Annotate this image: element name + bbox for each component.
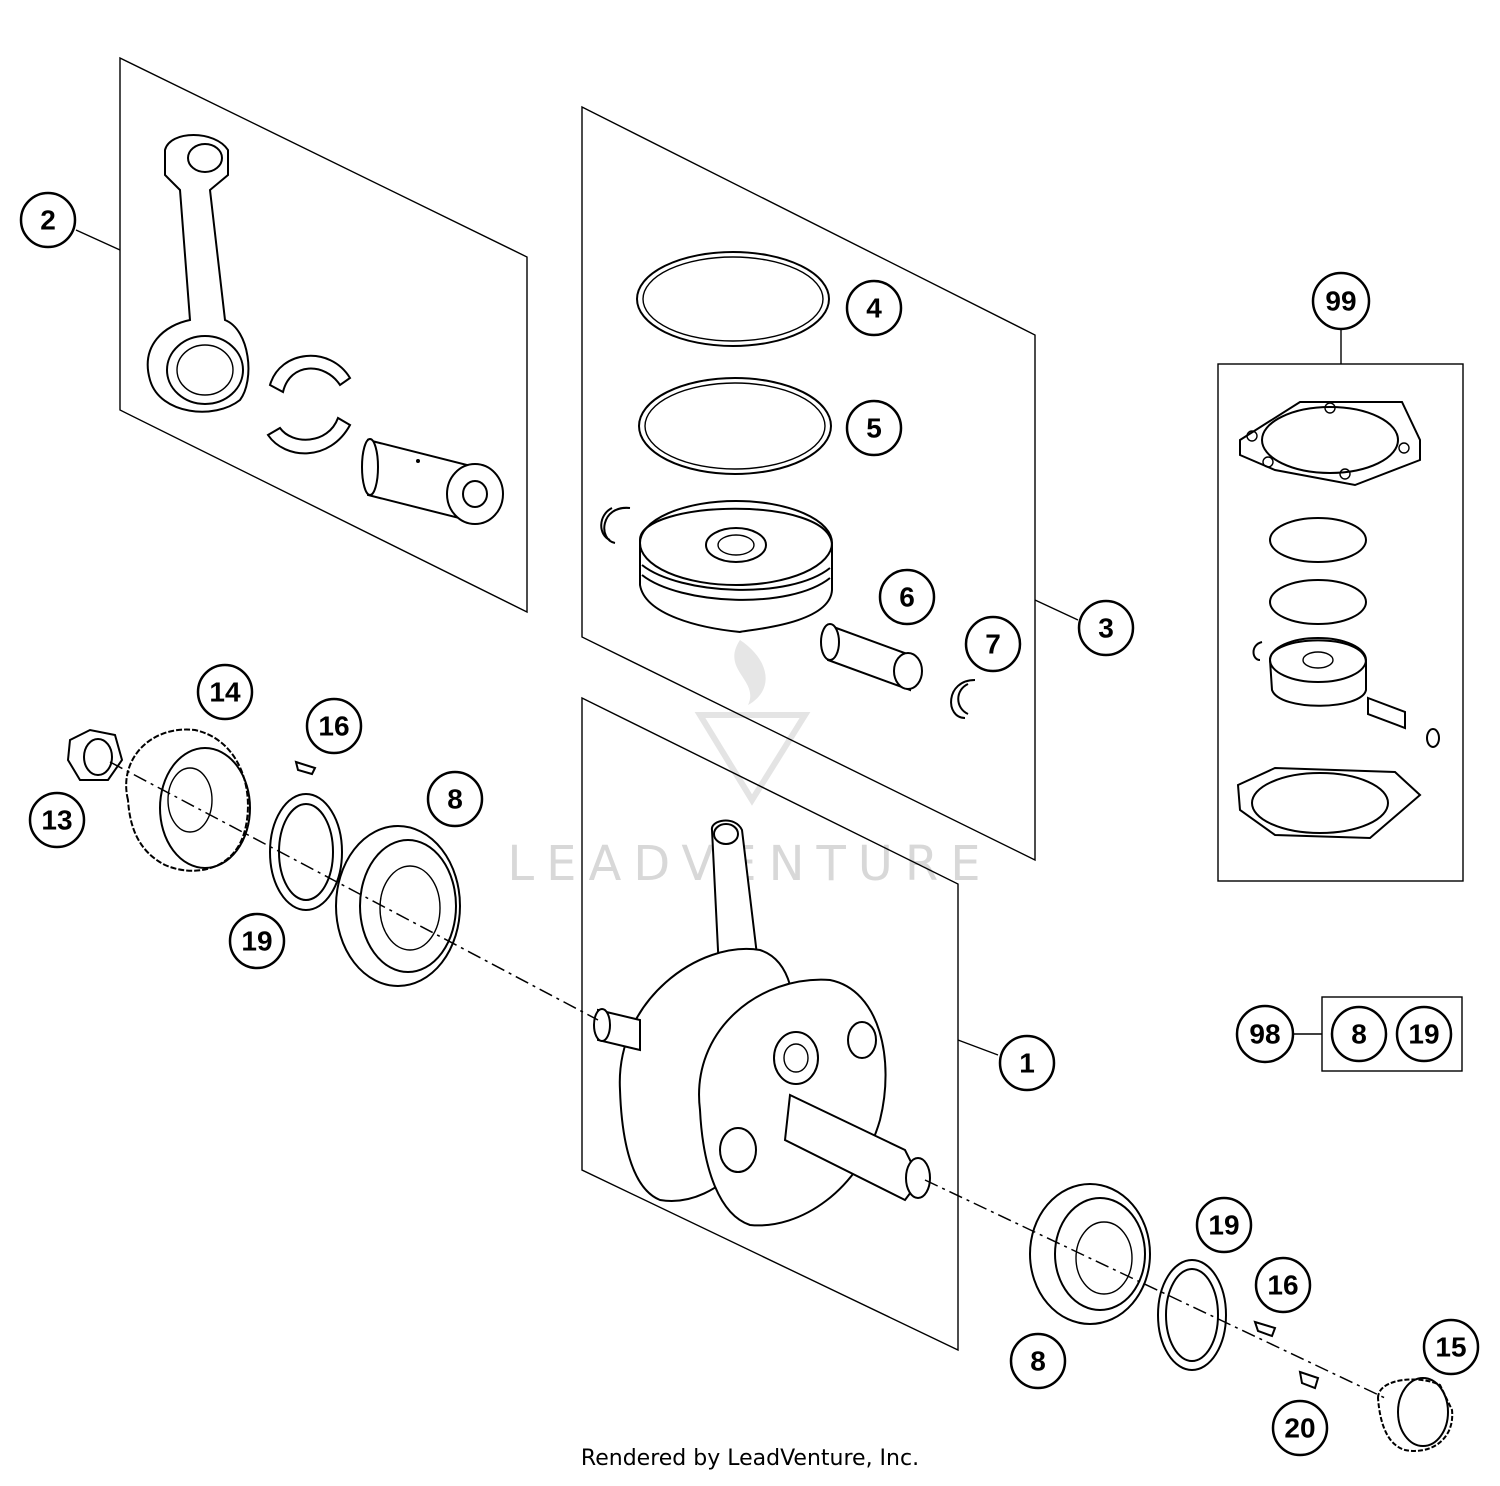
callout-16-lower: 16 [1254, 1256, 1312, 1314]
svg-text:4: 4 [866, 293, 882, 324]
watermark-text: LEADVENTURE [507, 836, 992, 892]
svg-text:5: 5 [866, 413, 882, 444]
callout-98: 98 [1235, 1004, 1295, 1064]
callout-1: 1 [998, 1034, 1056, 1092]
svg-text:14: 14 [209, 677, 241, 708]
svg-text:13: 13 [41, 805, 72, 836]
piston-pin-icon [820, 623, 923, 692]
svg-text:19: 19 [1208, 1210, 1239, 1241]
callout-2: 2 [19, 191, 77, 249]
callout-19-lower: 19 [1195, 1196, 1253, 1254]
kit-piston-icon [1252, 637, 1440, 748]
woodruff-key-20-icon [1298, 1370, 1320, 1390]
svg-text:3: 3 [1098, 613, 1114, 644]
svg-text:8: 8 [1030, 1346, 1046, 1377]
piston-icon [639, 500, 833, 634]
kit-ring-lower-icon [1269, 579, 1367, 625]
bearing-sleeve-icon [361, 438, 504, 525]
svg-text:7: 7 [985, 629, 1001, 660]
callout-7: 7 [964, 615, 1022, 673]
svg-text:16: 16 [318, 711, 349, 742]
oil-seal-19-right-icon [1157, 1259, 1227, 1371]
kit-98-item-8: 8 [1330, 1005, 1388, 1063]
gear-14-icon [125, 728, 251, 872]
ball-bearing-8-right-icon [1029, 1183, 1151, 1325]
callout-3: 3 [1077, 599, 1135, 657]
svg-text:20: 20 [1284, 1413, 1315, 1444]
svg-text:8: 8 [1351, 1019, 1367, 1050]
crankshaft-panel [581, 696, 959, 1352]
leader-lines [75, 229, 1342, 1056]
callout-13: 13 [28, 791, 86, 849]
callout-5: 5 [845, 399, 903, 457]
callout-16-upper: 16 [305, 697, 363, 755]
callout-8-upper: 8 [426, 770, 484, 828]
callout-6: 6 [878, 568, 936, 626]
piston-ring-4-icon [636, 251, 830, 347]
crankshaft-icon [593, 819, 931, 1227]
right-axis-line [924, 1179, 1386, 1399]
svg-text:16: 16 [1267, 1270, 1298, 1301]
circlip-left-icon [600, 506, 631, 544]
piston-ring-5-icon [638, 377, 832, 475]
circlip-right-icon [950, 679, 976, 719]
callout-19-upper: 19 [228, 912, 286, 970]
callout-20: 20 [1271, 1399, 1329, 1457]
svg-text:19: 19 [241, 926, 272, 957]
callout-4: 4 [845, 279, 903, 337]
woodruff-key-16-right-icon [1253, 1320, 1277, 1338]
callout-8-lower: 8 [1009, 1332, 1067, 1390]
kit-ring-upper-icon [1269, 517, 1367, 563]
svg-text:6: 6 [899, 582, 915, 613]
piston-panel [581, 105, 1036, 862]
left-axis-line [109, 761, 599, 1021]
svg-text:19: 19 [1408, 1019, 1439, 1050]
callout-99: 99 [1311, 271, 1371, 331]
kit-98-item-19: 19 [1395, 1005, 1453, 1063]
svg-text:2: 2 [40, 205, 56, 236]
svg-text:98: 98 [1249, 1019, 1280, 1050]
gear-15-icon [1376, 1377, 1454, 1452]
connecting-rod-icon [146, 134, 250, 413]
svg-text:8: 8 [447, 784, 463, 815]
footer-credit: Rendered by LeadVenture, Inc. [580, 1446, 920, 1471]
svg-text:1: 1 [1019, 1048, 1035, 1079]
oil-seal-19-left-icon [269, 793, 343, 911]
base-gasket-icon [1236, 766, 1422, 840]
nut-13-icon [66, 728, 124, 781]
head-gasket-icon [1239, 401, 1421, 487]
callout-14: 14 [196, 663, 254, 721]
svg-text:15: 15 [1435, 1332, 1466, 1363]
svg-text:99: 99 [1325, 286, 1356, 317]
ball-bearing-8-left-icon [335, 825, 461, 987]
callout-15: 15 [1422, 1318, 1480, 1376]
bearing-shells-icon [266, 354, 352, 455]
connecting-rod-panel [119, 56, 528, 614]
woodruff-key-16-left-icon [294, 760, 317, 776]
